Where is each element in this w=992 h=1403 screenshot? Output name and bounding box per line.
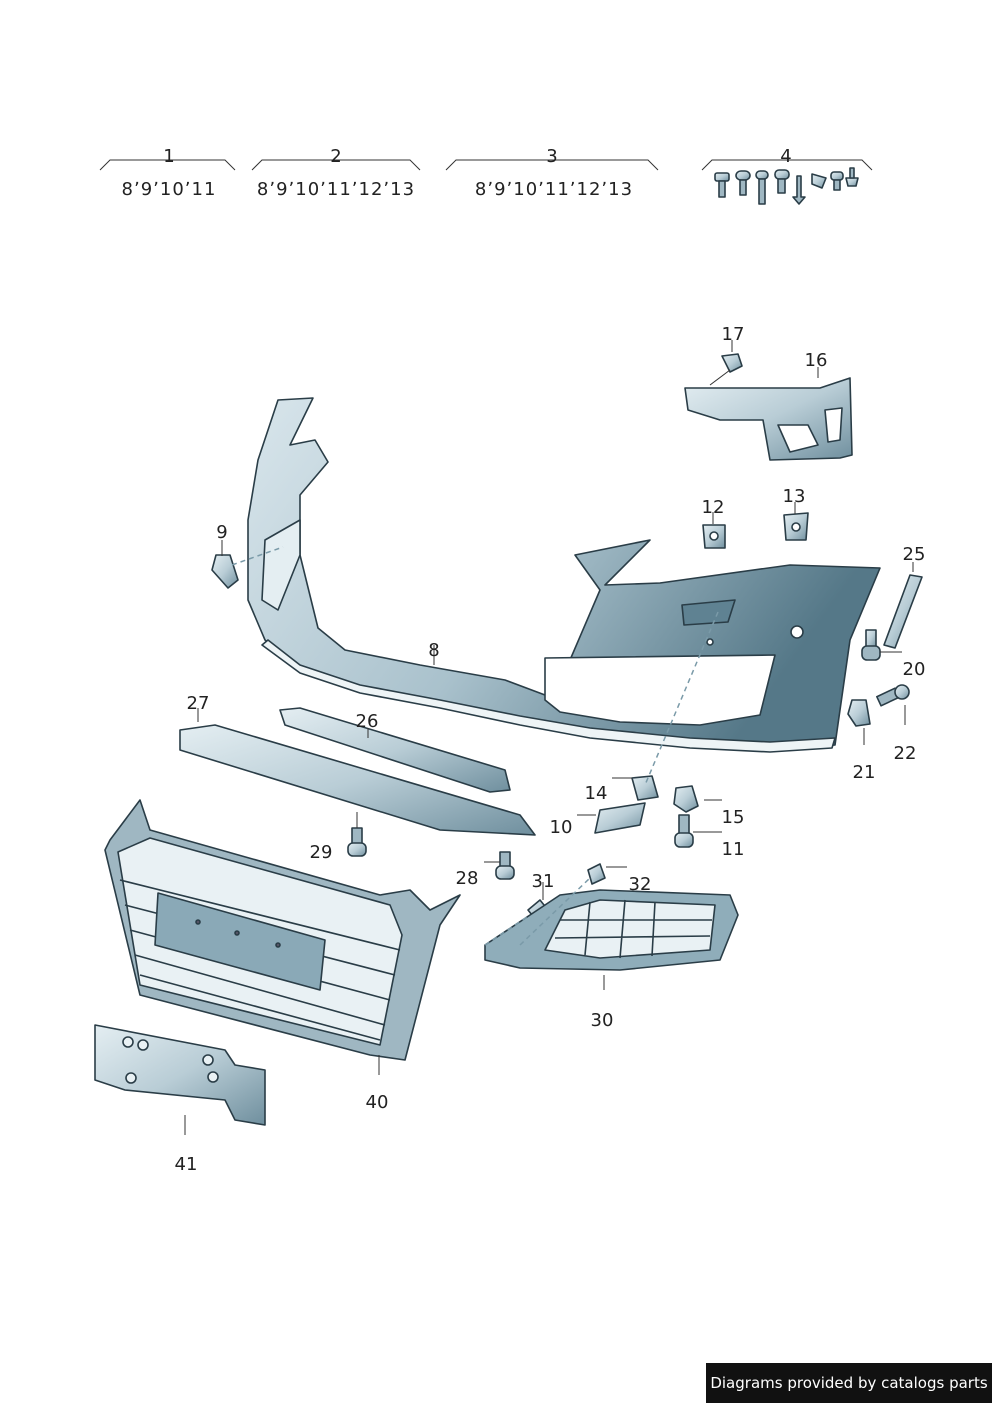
callout-12: 12 (702, 497, 725, 518)
group-3-members: 8ʼ9ʼ10ʼ11ʼ12ʼ13 (475, 179, 633, 200)
group-1-label: 1 (163, 146, 174, 167)
grille-bracket-26 (279, 707, 511, 793)
attribution-text: Diagrams provided by catalogs parts (710, 1374, 988, 1392)
callout-9: 9 (216, 522, 227, 543)
group-1: 1 8ʼ9ʼ10ʼ11 (99, 146, 236, 200)
group-2: 2 8ʼ9ʼ10ʼ11ʼ12ʼ13 (251, 146, 421, 200)
strip-25 (883, 574, 923, 649)
callout-20: 20 (903, 659, 926, 680)
screws (347, 353, 910, 921)
callout-labels: 8 9 10 11 12 13 14 15 16 17 20 21 22 25 … (175, 324, 926, 1175)
callout-16: 16 (805, 350, 828, 371)
callout-22: 22 (894, 743, 917, 764)
bumper-cover (247, 397, 881, 753)
group-2-label: 2 (330, 146, 341, 167)
callout-13: 13 (783, 486, 806, 507)
callout-14: 14 (585, 783, 608, 804)
callout-29: 29 (310, 842, 333, 863)
group-3: 3 8ʼ9ʼ10ʼ11ʼ12ʼ13 (445, 146, 659, 200)
callout-28: 28 (456, 868, 479, 889)
callout-10: 10 (550, 817, 573, 838)
callout-27: 27 (187, 693, 210, 714)
callout-31: 31 (532, 871, 555, 892)
callout-15: 15 (722, 807, 745, 828)
group-3-label: 3 (546, 146, 557, 167)
attribution-banner: Diagrams provided by catalogs parts (706, 1363, 992, 1403)
callout-25: 25 (903, 544, 926, 565)
license-plate-bracket (94, 1024, 266, 1126)
callout-30: 30 (591, 1010, 614, 1031)
group-1-members: 8ʼ9ʼ10ʼ11 (122, 179, 217, 200)
callout-41: 41 (175, 1154, 198, 1175)
callout-17: 17 (722, 324, 745, 345)
group-2-members: 8ʼ9ʼ10ʼ11ʼ12ʼ13 (257, 179, 415, 200)
callout-8: 8 (428, 640, 439, 661)
callout-40: 40 (366, 1092, 389, 1113)
group-4-label: 4 (780, 146, 791, 167)
callout-21: 21 (853, 762, 876, 783)
callout-11: 11 (722, 839, 745, 860)
washer-cap-10 (594, 802, 646, 834)
clip-15 (673, 785, 699, 813)
radiator-grille (104, 799, 461, 1061)
fastener-set-icon (714, 167, 859, 205)
leader-lines (184, 340, 914, 1135)
callout-26: 26 (356, 711, 379, 732)
fog-lamp-grille (484, 889, 739, 971)
side-bracket (684, 377, 853, 461)
grille-bracket-27 (179, 724, 536, 836)
clip-9 (211, 554, 239, 589)
bracket-14 (631, 775, 659, 801)
callout-32: 32 (629, 874, 652, 895)
group-4: 4 (701, 146, 873, 205)
